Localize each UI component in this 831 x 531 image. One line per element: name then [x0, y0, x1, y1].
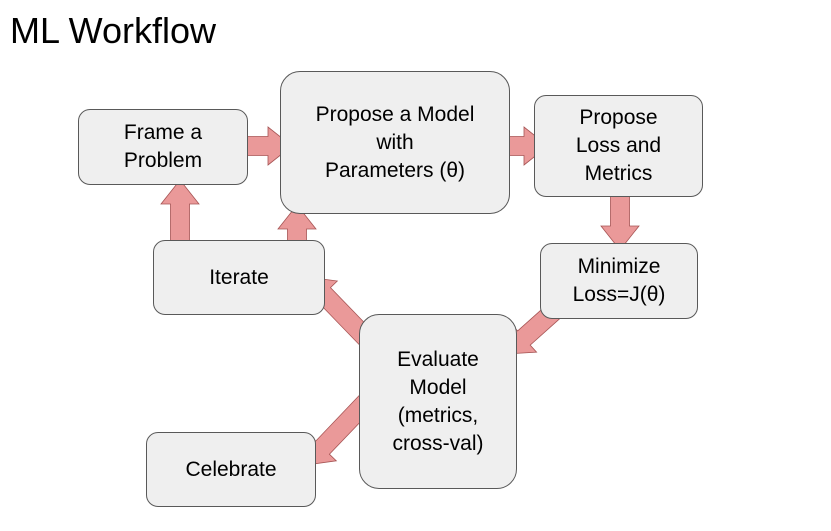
node-label: Minimize Loss=J(θ): [572, 255, 666, 306]
node-propose-loss: Propose Loss and Metrics: [534, 95, 703, 197]
node-label: Frame a Problem: [123, 121, 203, 172]
arrow-iterate-to-frame: [160, 179, 200, 250]
node-iterate: Iterate: [153, 240, 325, 315]
arrow-loss-to-minimize: [600, 189, 640, 251]
page-title: ML Workflow: [10, 10, 217, 51]
node-propose-model: Propose a Model with Parameters (θ): [280, 71, 510, 214]
node-celebrate: Celebrate: [146, 432, 316, 507]
node-label: Propose Loss and Metrics: [575, 106, 662, 185]
node-label: Celebrate: [185, 457, 277, 481]
node-minimize-loss: Minimize Loss=J(θ): [540, 243, 698, 319]
node-frame-a-problem: Frame a Problem: [78, 109, 248, 185]
node-label: Evaluate Model (metrics, cross-val): [392, 347, 484, 455]
node-label: Propose a Model with Parameters (θ): [315, 102, 475, 182]
node-evaluate-model: Evaluate Model (metrics, cross-val): [359, 314, 517, 489]
node-label: Iterate: [209, 265, 269, 289]
